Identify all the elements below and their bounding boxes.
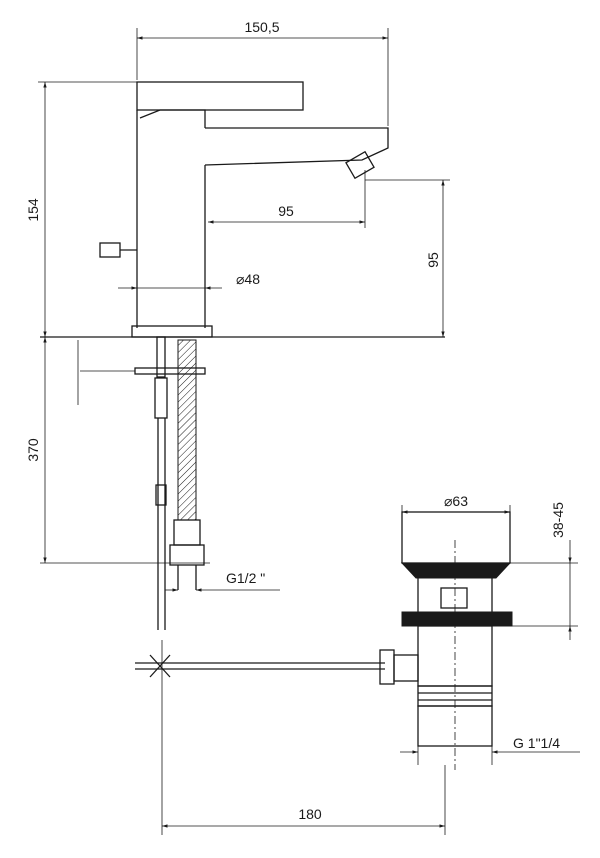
dim-spout-reach: 95 [278, 203, 294, 219]
dim-spout-height: 95 [425, 252, 441, 268]
popup-knob [99, 242, 137, 258]
waste-valve [400, 511, 513, 770]
dim-linkage-length: 180 [298, 806, 322, 822]
popup-linkage [135, 640, 419, 835]
dim-waste-thread: G 1"1/4 [513, 735, 560, 751]
dim-hose-length: 370 [25, 438, 41, 462]
dim-overall-height: 154 [25, 198, 41, 222]
dim-waste-cap-diameter: ⌀63 [444, 493, 468, 509]
dim-waste-cap-height: 38-45 [550, 502, 566, 538]
dim-overall-width: 150,5 [244, 19, 279, 35]
supply-hoses [77, 336, 206, 630]
dim-hose-thread: G1/2 " [226, 570, 265, 586]
aerator [345, 150, 375, 180]
dim-base-diameter: ⌀48 [236, 271, 260, 287]
faucet-body [99, 81, 389, 338]
